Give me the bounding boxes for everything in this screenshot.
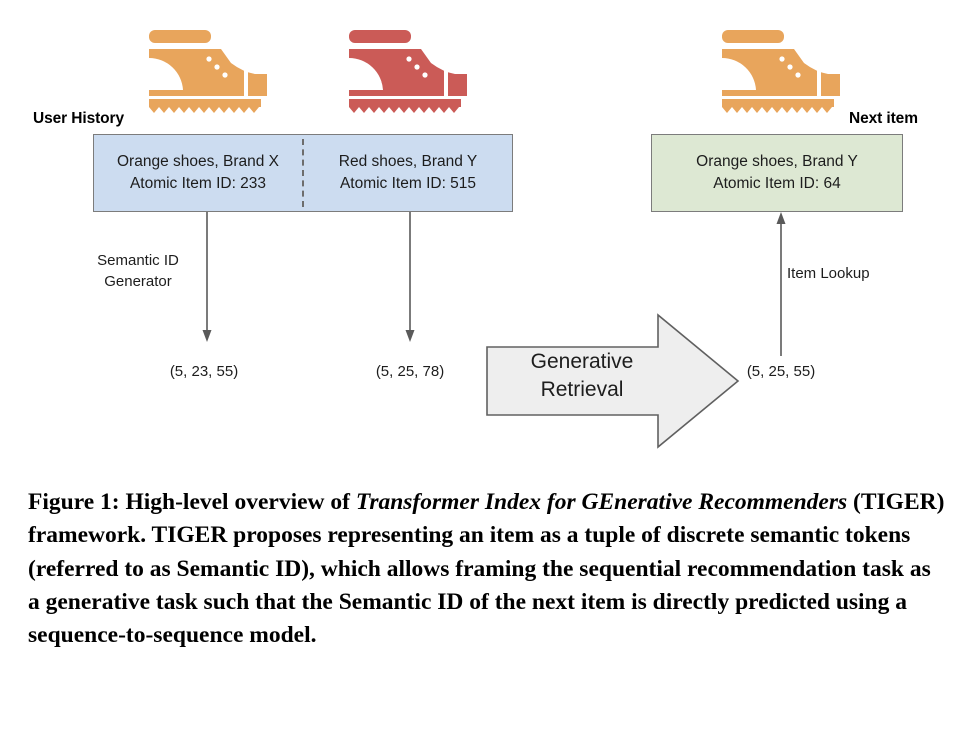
generative-retrieval-arrow <box>486 310 742 452</box>
semantic-id-history-1: (5, 23, 55) <box>169 363 239 380</box>
orange-boot-icon <box>718 27 840 113</box>
item-lookup-arrow <box>772 212 790 356</box>
history-item-1-line1: Orange shoes, Brand X <box>117 152 279 170</box>
history-item-2-line1: Red shoes, Brand Y <box>338 152 478 170</box>
history-item-1-line2: Atomic Item ID: 233 <box>129 175 267 192</box>
caption-rest: (TIGER) framework. TIGER proposes repres… <box>28 489 945 649</box>
red-boot-icon <box>345 27 467 113</box>
next-item-line1: Orange shoes, Brand Y <box>696 152 858 170</box>
semantic-id-arrow-2 <box>401 212 419 344</box>
history-items-divider <box>302 139 304 207</box>
caption-prefix: Figure 1: High-level overview of <box>28 489 356 515</box>
figure-diagram: User History Next item Orange shoes, Bra… <box>33 27 918 452</box>
next-item-content: Orange shoes, Brand Y Atomic Item ID: 64 <box>696 151 858 196</box>
semantic-id-history-2: (5, 25, 78) <box>375 363 445 380</box>
generative-retrieval-line2: Retrieval <box>540 377 624 401</box>
history-item-1: Orange shoes, Brand X Atomic Item ID: 23… <box>94 151 302 196</box>
user-history-box: Orange shoes, Brand X Atomic Item ID: 23… <box>93 134 513 212</box>
semantic-id-generator-line2: Generator <box>104 273 172 291</box>
history-item-2-line2: Atomic Item ID: 515 <box>339 175 477 192</box>
next-item-box: Orange shoes, Brand Y Atomic Item ID: 64 <box>651 134 903 212</box>
semantic-id-generator-label: Semantic ID Generator <box>86 250 190 293</box>
next-item-line2: Atomic Item ID: 64 <box>713 175 841 192</box>
figure-caption: Figure 1: High-level overview of Transfo… <box>28 486 948 653</box>
semantic-id-predicted: (5, 25, 55) <box>746 363 816 380</box>
history-item-2: Red shoes, Brand Y Atomic Item ID: 515 <box>304 151 512 196</box>
generative-retrieval-line1: Generative <box>530 350 634 373</box>
next-item-label: Next item <box>849 110 918 127</box>
orange-boot-icon <box>145 27 267 113</box>
generative-retrieval-label: Generative Retrieval <box>492 348 672 403</box>
item-lookup-label: Item Lookup <box>787 265 870 282</box>
user-history-label: User History <box>33 110 124 127</box>
semantic-id-arrow-1 <box>198 212 216 344</box>
semantic-id-generator-line1: Semantic ID <box>97 252 179 269</box>
caption-italic-title: Transformer Index for GEnerative Recomme… <box>355 489 848 515</box>
